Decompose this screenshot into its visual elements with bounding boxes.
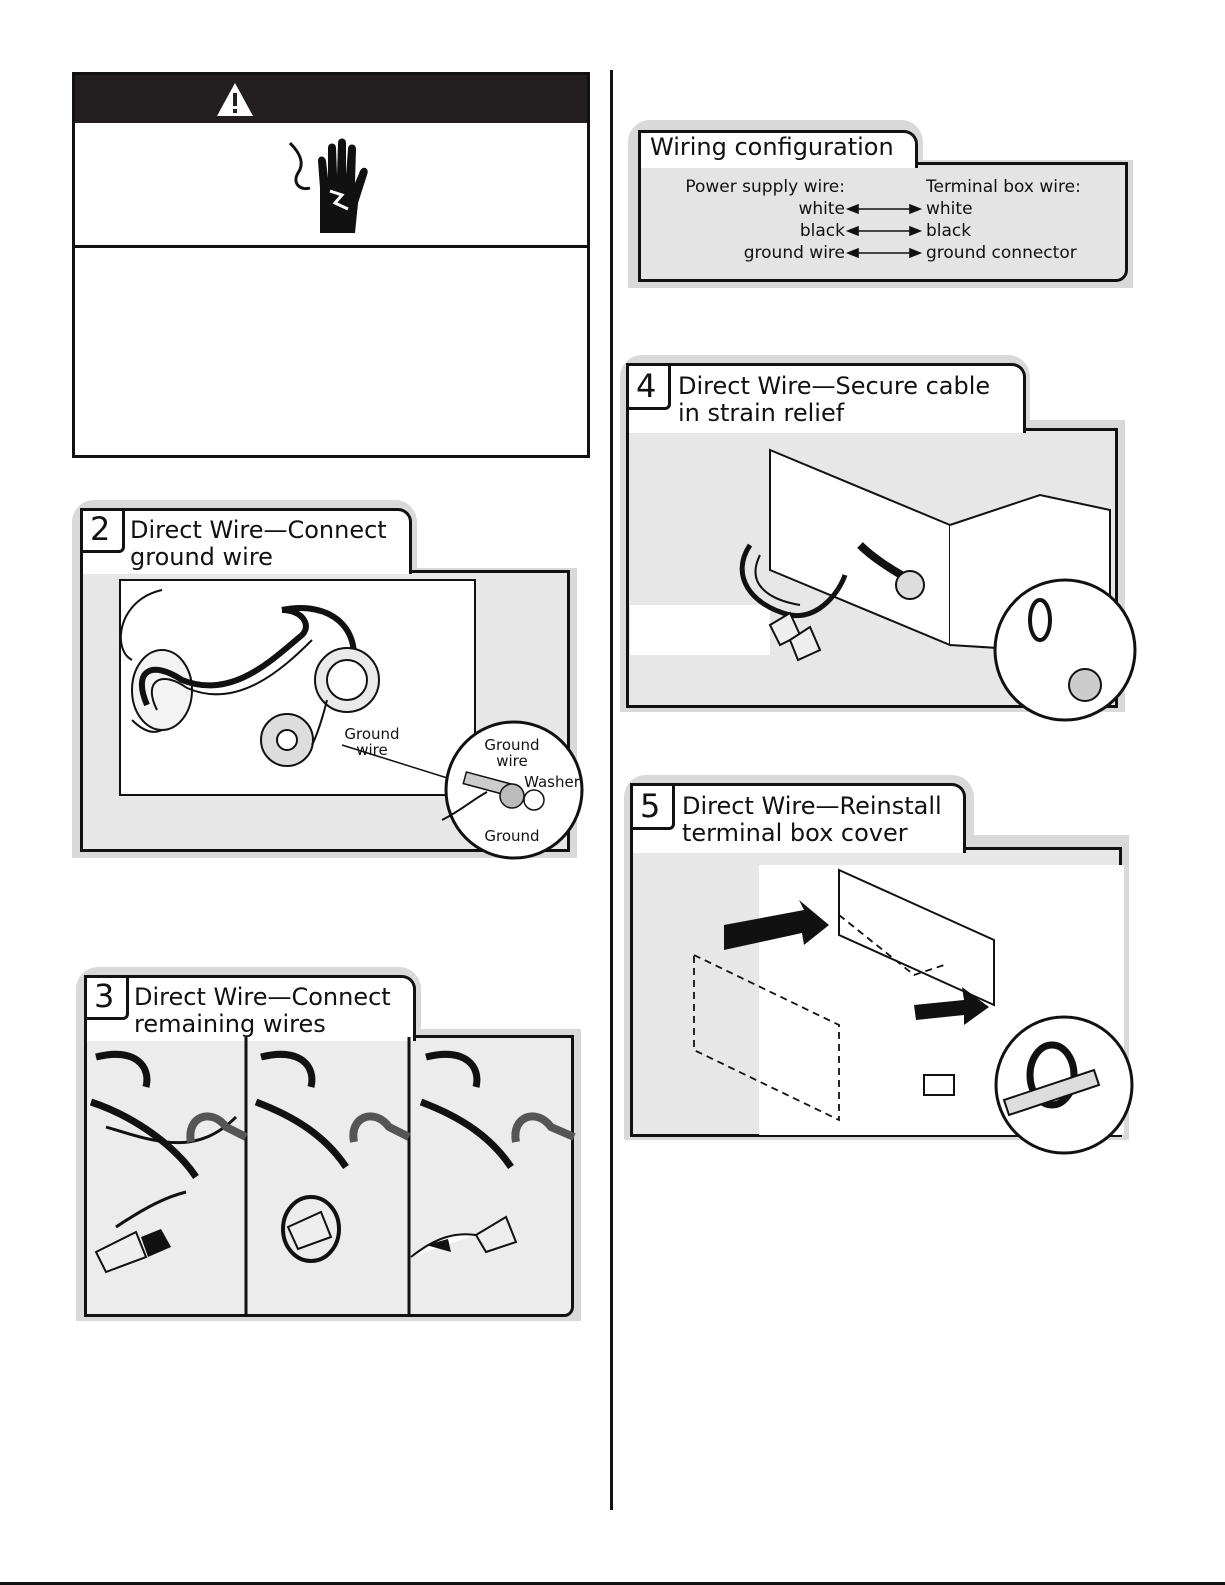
row-left-white: white [798,199,845,219]
wiring-config-title: Wiring configuration [650,133,894,161]
step-2-illustration [119,579,584,860]
terminal-box-header: Terminal box wire: [926,177,1081,197]
step-3-title: Direct Wire—Connect remaining wires [134,983,391,1038]
double-arrow-icons [845,203,923,259]
wiring-configuration-panel: Wiring configuration Power supply wire: … [628,120,1138,290]
row-right-ground: ground connector [926,243,1077,263]
row-left-ground: ground wire [743,243,845,263]
row-left-black: black [799,221,845,241]
step-5-title: Direct Wire—Reinstall terminal box cover [682,792,942,847]
step-5-number: 5 [640,787,661,825]
warning-box [72,72,590,458]
step-4-title: Direct Wire—Secure cable in strain relie… [678,372,991,427]
warning-header-bar [75,75,587,123]
step-5-illustration [693,865,1134,1155]
step-3-illustration [89,1037,576,1317]
row-right-white: white [926,199,973,219]
step-4-illustration [630,448,1137,722]
step-2-number: 2 [90,510,111,548]
ground-label: Ground [484,827,540,845]
washer-label: Washer [524,773,580,791]
step-5-panel: 5 Direct Wire—Reinstall terminal box cov… [624,775,1144,1165]
step-4-number: 4 [636,367,657,405]
warning-triangle-icon [217,83,253,116]
ground-wire-label: Ground wire [344,725,400,759]
step-4-panel: 4 Direct Wire—Secure cable in strain rel… [620,355,1140,735]
step-3-number: 3 [94,977,115,1015]
column-divider [610,70,613,1510]
step-2-title: Direct Wire—Connect ground wire [130,516,387,571]
inset-ground-wire-label: Ground wire [484,736,540,770]
step-2-panel: 2 Direct Wire—Connect ground wire Ground… [72,500,592,880]
hazard-pictogram-area [75,123,587,248]
warning-body [75,248,587,455]
power-supply-header: Power supply wire: [685,177,845,197]
step-3-panel: 3 Direct Wire—Connect remaining wires [76,967,586,1327]
bottom-rule [0,1582,1225,1585]
row-right-black: black [926,221,972,241]
electric-shock-hand-icon [288,138,368,233]
